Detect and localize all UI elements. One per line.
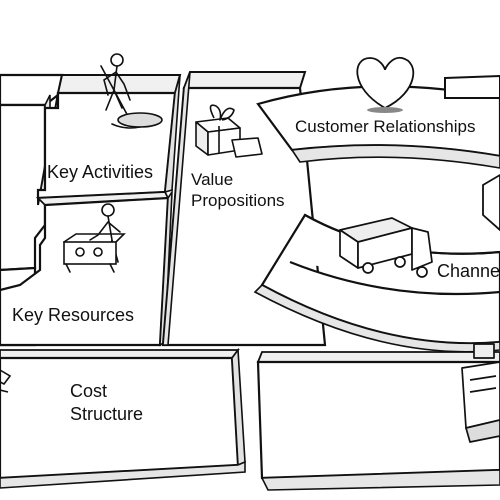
- digging-person-icon: [100, 53, 163, 129]
- heart-icon: [356, 56, 415, 113]
- customer-relationships-block: [256, 74, 500, 169]
- pen-icon: [0, 369, 12, 393]
- cost-structure-label-line2: Structure: [70, 404, 143, 424]
- cost-structure-block: [0, 347, 246, 489]
- person-with-machine-icon: [63, 203, 126, 273]
- cash-register-icon: [461, 343, 500, 443]
- delivery-truck-icon: [339, 217, 433, 278]
- gift-box-icon: [195, 104, 263, 158]
- key-resources-label: Key Resources: [12, 305, 134, 325]
- key-activities-label: Key Activities: [47, 162, 153, 182]
- customer-relationships-label: Customer Relationships: [295, 117, 475, 136]
- key-resources-block: [0, 189, 173, 347]
- key-activities-block: [36, 74, 182, 206]
- revenue-streams-block: [256, 351, 500, 491]
- cost-structure-label-line1: Cost: [70, 381, 107, 401]
- value-propositions-label-line1: Value: [191, 170, 233, 189]
- channels-label: Channels: [437, 261, 500, 281]
- value-propositions-label-line2: Propositions: [191, 191, 285, 210]
